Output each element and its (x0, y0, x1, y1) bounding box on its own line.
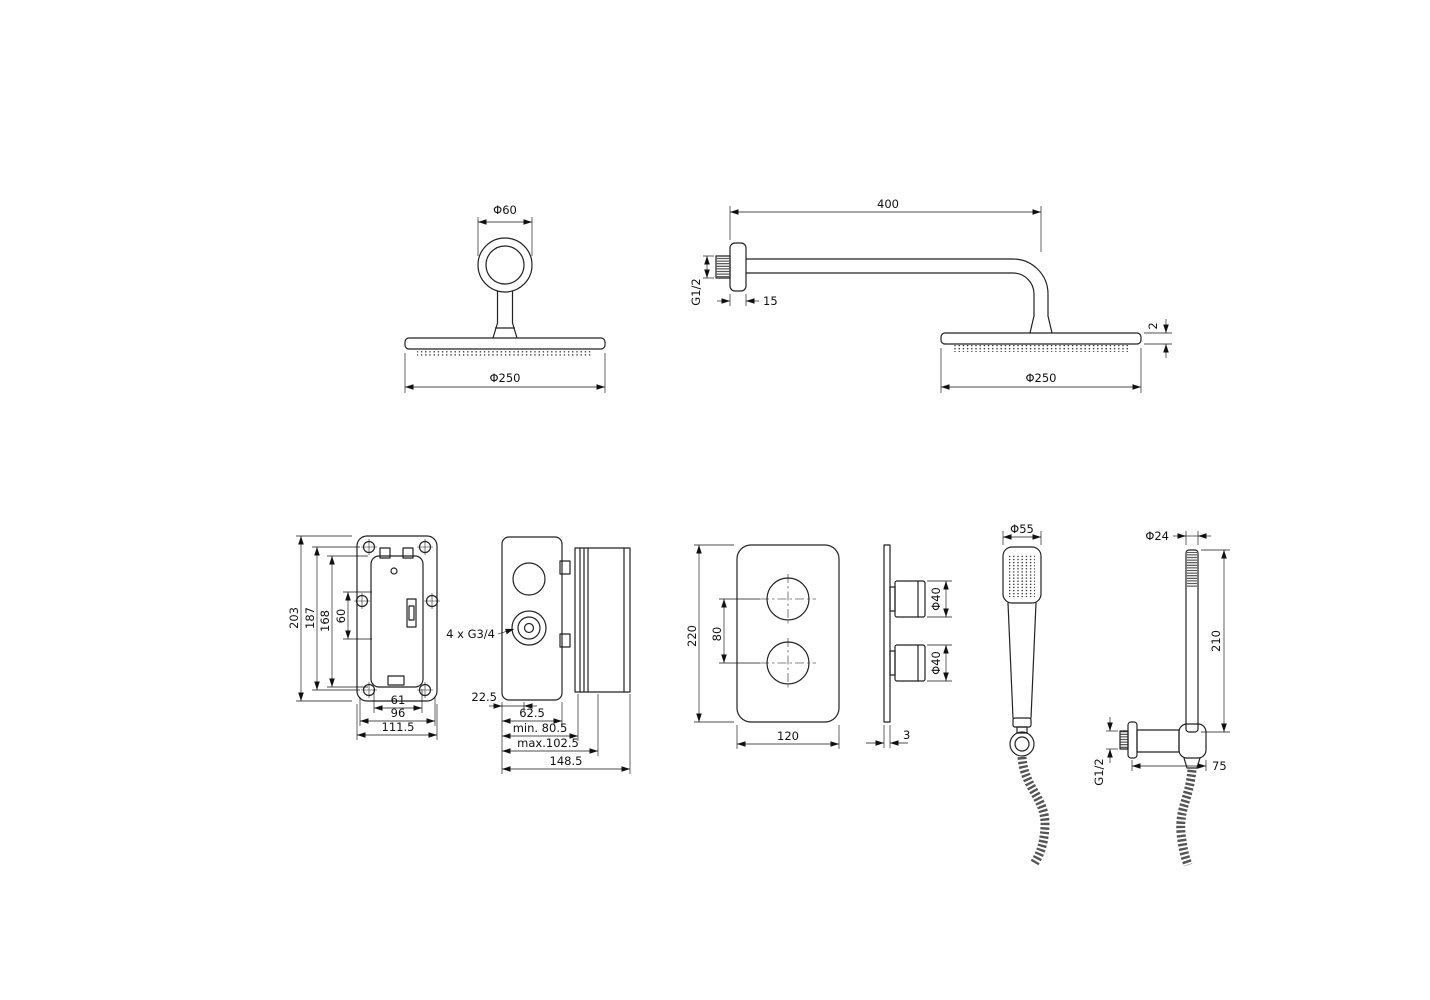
dim-knob-dia-bottom-label: Φ40 (929, 651, 943, 675)
knob-bottom-side (894, 644, 926, 682)
view-overhead-shower-side: G1/2 15 400 Φ250 2 (689, 197, 1172, 393)
knob-top-side (894, 580, 926, 618)
handshower-handle-side (1185, 549, 1199, 733)
dim-head-thickness-label: 2 (1146, 322, 1160, 329)
wall-flange (729, 242, 747, 292)
trim-plate (736, 544, 840, 723)
depth-sleeve (574, 547, 631, 693)
dim-head-dia-side-label: Φ250 (1025, 371, 1056, 385)
handshower-head (1002, 546, 1042, 604)
view-hand-shower-side: Φ24 210 G1/2 75 (1092, 529, 1230, 867)
dim-body-height-label: 168 (318, 610, 332, 632)
dim-depth-a-label: 22.5 (471, 690, 497, 704)
ceiling-flange-outer (477, 237, 533, 293)
view-trim-plate-front: 220 80 120 (685, 544, 840, 749)
nozzle-band-side (953, 345, 1129, 352)
dim-flange-dia-label: Φ60 (493, 203, 517, 217)
ceiling-flange-inner (485, 245, 525, 285)
dim-total-height-label: 203 (287, 607, 301, 629)
shower-head-plate (404, 337, 606, 350)
dim-port-offset-label: 60 (334, 609, 348, 624)
view-concealed-valve-front: 203 187 168 60 61 96 111.5 (287, 535, 440, 740)
outlet-port-outer (511, 610, 547, 646)
arm-joint (492, 322, 518, 339)
handle-holder (1178, 723, 1207, 759)
dim-plate-height-label: 187 (303, 607, 317, 629)
dim-outlet-thread-label: G1/2 (1092, 758, 1106, 785)
pilot-hole (390, 567, 398, 575)
trim-plate-section (883, 544, 891, 723)
valve-body-side (501, 536, 563, 701)
outlet-body (1136, 729, 1180, 753)
valve-body-front (370, 555, 424, 688)
top-port-left (379, 547, 391, 559)
dim-handle-length-label: 210 (1209, 630, 1223, 652)
dim-handle-spacing-label: 80 (710, 627, 724, 642)
dim-total-width-label: 111.5 (382, 720, 415, 734)
dim-arm-length-label: 400 (877, 197, 899, 211)
view-hand-shower-front: Φ55 (1002, 522, 1050, 867)
dim-depth-b-label: 62.5 (519, 706, 545, 720)
dim-plate-thickness-label: 3 (903, 728, 910, 742)
handshower-handle (1007, 602, 1037, 719)
hose-nut (1183, 757, 1201, 769)
handshower-nozzles (1009, 554, 1035, 597)
dim-knob-dia-top-label: Φ40 (929, 587, 943, 611)
dim-head-dia-label: Φ250 (489, 371, 520, 385)
outlet-hose (1176, 769, 1197, 867)
dim-hole-spacing-label: 96 (391, 706, 406, 720)
dim-depth-min-label: min. 80.5 (513, 721, 568, 735)
bottom-notch (387, 675, 405, 686)
shower-hose (1017, 756, 1050, 867)
dim-handle-dia-label: Φ24 (1145, 529, 1169, 543)
shower-arm-outer (745, 258, 1049, 317)
handle-knurl (1187, 552, 1197, 588)
view-overhead-shower-front: Φ60 Φ250 (404, 203, 606, 393)
dim-depth-max-label: max.102.5 (517, 736, 579, 750)
upper-port-circle (512, 562, 546, 596)
view-trim-plate-side: Φ40 Φ40 3 (866, 544, 952, 748)
holder-ring (1009, 731, 1035, 757)
screw-holes (354, 539, 440, 698)
dim-flange-depth-label: 15 (763, 294, 778, 308)
dim-inner-width-label: 61 (391, 693, 406, 707)
dim-wall-offset-label: 75 (1212, 759, 1227, 773)
dim-total-depth-label: 148.5 (550, 754, 583, 768)
shower-arm-inner (745, 272, 1035, 317)
dim-wall-thread-label: G1/2 (689, 278, 703, 305)
ports-callout-label: 4 x G3/4 (446, 627, 495, 641)
shower-head-plate-side (940, 332, 1142, 345)
mounting-plate (356, 535, 438, 702)
side-slot (406, 598, 417, 628)
dim-handshower-head-dia-label: Φ55 (1010, 522, 1034, 536)
nozzle-band (417, 350, 593, 357)
outlet-flange (1127, 721, 1138, 759)
dim-trim-height-label: 220 (685, 625, 699, 647)
top-port-right (402, 547, 414, 559)
dim-trim-width-label: 120 (777, 729, 799, 743)
view-concealed-valve-side: 4 x G3/4 22.5 62.5 min. 80.5 max.102.5 1… (446, 536, 631, 774)
